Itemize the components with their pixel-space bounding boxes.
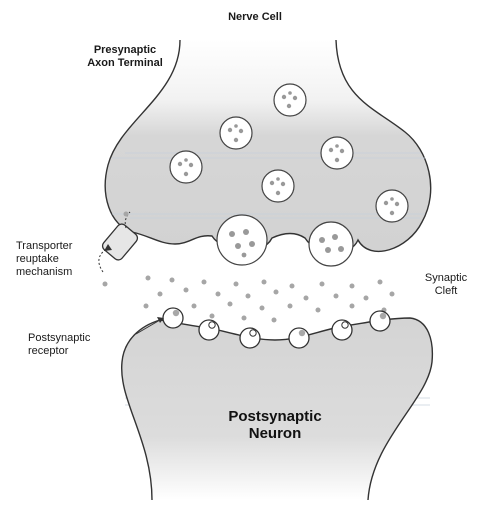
postsynaptic-label-line1: Postsynaptic <box>200 408 350 425</box>
synaptic-cleft-label: Synaptic Cleft <box>415 272 477 298</box>
postsynaptic-label-line2: Neuron <box>200 425 350 442</box>
receptor <box>199 320 219 340</box>
transporter-label-line2: reuptake <box>16 253 116 266</box>
vesicle <box>262 170 294 202</box>
diagram-title: Nerve Cell <box>205 11 305 24</box>
transporter-label-line1: Transporter <box>16 240 116 253</box>
transporter-label: Transporter reuptake mechanism <box>16 240 116 279</box>
presynaptic-label-line1: Presynaptic <box>60 44 190 57</box>
presynaptic-label: Presynaptic Axon Terminal <box>60 44 190 70</box>
receptor <box>332 320 352 340</box>
receptor <box>240 328 260 348</box>
presynaptic-terminal <box>105 40 430 253</box>
vesicle <box>321 137 353 169</box>
synaptic-cleft-label-line2: Cleft <box>415 285 477 298</box>
vesicle <box>170 151 202 183</box>
receptor-label-line1: Postsynaptic <box>28 332 128 345</box>
presynaptic-label-line2: Axon Terminal <box>60 57 190 70</box>
synaptic-cleft-label-line1: Synaptic <box>415 272 477 285</box>
receptor-label-line2: receptor <box>28 345 128 358</box>
docking-vesicle <box>217 215 267 265</box>
receptor <box>289 328 309 348</box>
postsynaptic-label: Postsynaptic Neuron <box>200 408 350 442</box>
transporter-label-line3: mechanism <box>16 266 116 279</box>
receptor <box>163 308 183 328</box>
docking-vesicle <box>309 222 353 266</box>
receptor <box>370 311 390 331</box>
receptor-label: Postsynaptic receptor <box>28 332 128 358</box>
vesicle <box>274 84 306 116</box>
vesicle <box>376 190 408 222</box>
vesicle <box>220 117 252 149</box>
